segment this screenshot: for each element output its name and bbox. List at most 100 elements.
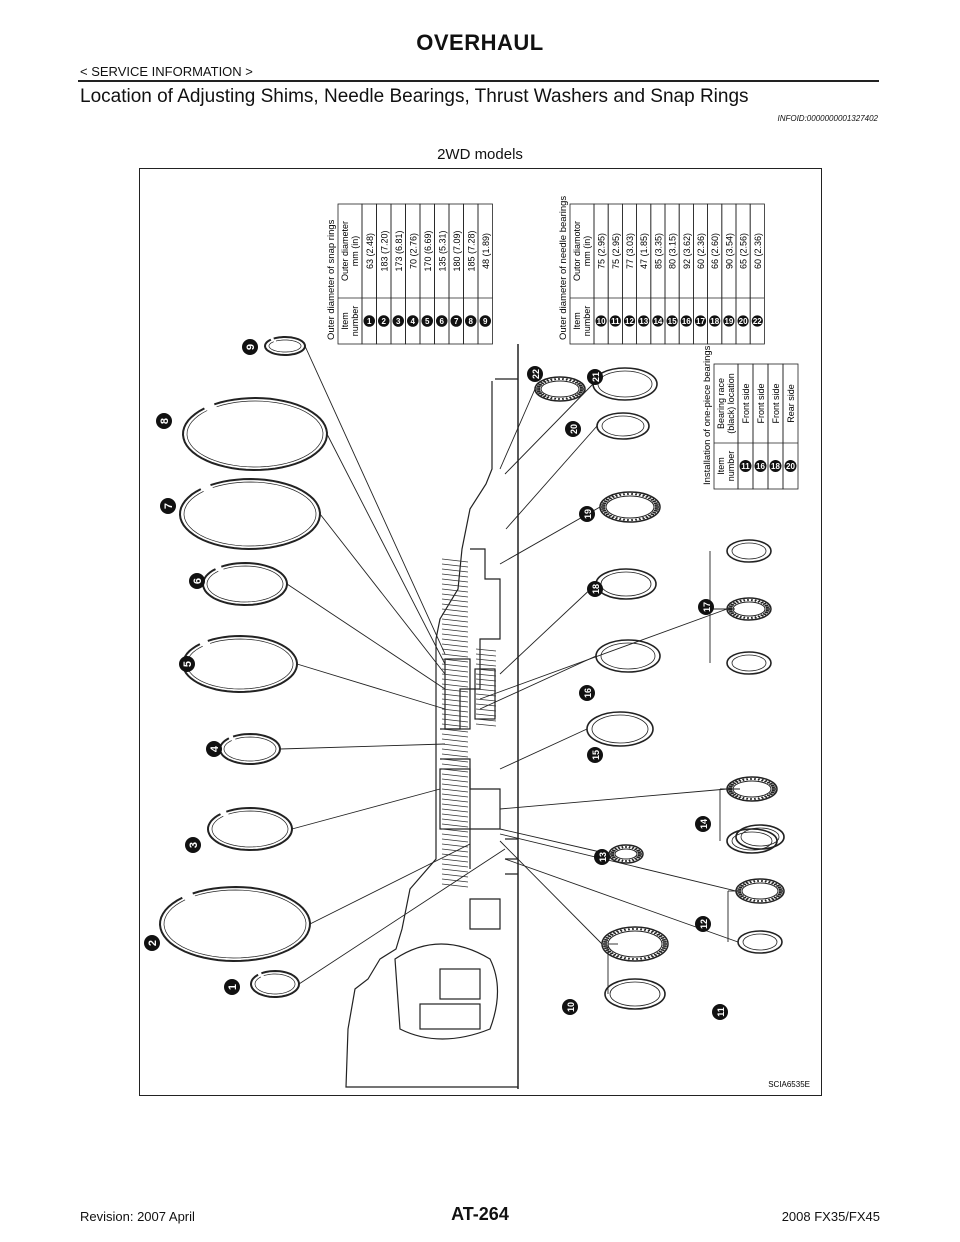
svg-text:10: 10 — [566, 1002, 576, 1012]
leader-3 — [291, 788, 441, 830]
leader-18 — [499, 583, 597, 675]
one-piece-bearings-header-value: Bearing race — [716, 378, 726, 429]
svg-text:16: 16 — [583, 688, 593, 698]
leader-9 — [304, 345, 446, 655]
svg-text:7: 7 — [163, 503, 175, 509]
callout-8: 8 — [156, 413, 172, 429]
svg-text:12: 12 — [699, 919, 709, 929]
snap-rings-row-value: 170 (6.69) — [423, 230, 433, 271]
callout-21: 21 — [587, 369, 603, 385]
ring-13 — [608, 844, 644, 864]
leader-15 — [499, 728, 588, 770]
ring-8 — [181, 396, 329, 472]
svg-text:15: 15 — [591, 750, 601, 760]
needle-bearings-header-value: Outor diamotor — [572, 221, 582, 281]
revision-date: Revision: 2007 April — [80, 1209, 195, 1224]
needle-bearings-row-item: 18 — [710, 317, 719, 326]
callout-9: 9 — [242, 339, 258, 355]
ring-15 — [586, 711, 654, 747]
needle-bearings-row-item: 15 — [668, 317, 677, 326]
callout-6: 6 — [189, 573, 205, 589]
ring-4 — [218, 732, 282, 765]
ring-17 — [726, 597, 772, 621]
leader-8 — [326, 433, 446, 665]
ring-6 — [201, 561, 289, 607]
needle-bearings-row-value: 75 (2.95) — [597, 233, 607, 269]
svg-text:2: 2 — [147, 940, 159, 946]
ring-14 — [726, 776, 778, 802]
snap-rings-row-value: 135 (5.31) — [437, 230, 447, 271]
one-piece-bearings-row-value: Front side — [741, 383, 751, 423]
one-piece-bearings-row-item: 18 — [771, 462, 780, 471]
needle-bearings-row-item: 10 — [597, 317, 606, 326]
ring-9 — [263, 336, 306, 356]
ring-3 — [206, 806, 294, 852]
leader-6 — [286, 583, 446, 690]
needle-bearings-header-item: Item — [572, 312, 582, 330]
needle-bearings-row-item: 12 — [625, 317, 634, 326]
needle-bearings-row-item: 16 — [682, 317, 691, 326]
ring-20 — [596, 412, 650, 440]
svg-text:13: 13 — [598, 852, 608, 862]
svg-text:9: 9 — [245, 344, 257, 350]
svg-text:5: 5 — [182, 661, 194, 667]
needle-bearings-row-item: 11 — [611, 317, 620, 326]
one-piece-bearings-row-item: 11 — [741, 462, 750, 471]
ring-16 — [595, 639, 661, 673]
needle-bearings-row-value: 92 (3.62) — [682, 233, 692, 269]
callout-2: 2 — [144, 935, 160, 951]
needle-bearings-row-item: 13 — [639, 317, 648, 326]
document-title: Location of Adjusting Shims, Needle Bear… — [80, 86, 749, 107]
callout-12: 12 — [695, 916, 711, 932]
callout-4: 4 — [206, 741, 222, 757]
leader-10 — [499, 840, 603, 945]
snap-rings-row-item: 1 — [367, 317, 372, 326]
leader-4 — [279, 743, 446, 750]
header-divider — [78, 80, 879, 82]
svg-text:number: number — [726, 451, 736, 482]
ring-21 — [592, 367, 658, 401]
page-number: AT-264 — [451, 1204, 509, 1224]
section-breadcrumb[interactable]: < SERVICE INFORMATION > — [80, 64, 253, 79]
snap-rings-row-item: 2 — [382, 317, 387, 326]
snap-rings-row-item: 5 — [425, 317, 430, 326]
page-title: OVERHAUL — [416, 30, 544, 55]
leader-16 — [479, 655, 597, 710]
callout-20: 20 — [565, 421, 581, 437]
one-piece-bearings-row-item: 20 — [786, 462, 795, 471]
snap-rings-row-item: 6 — [440, 317, 445, 326]
snap-rings-row-value: 48 (1.89) — [481, 233, 491, 269]
needle-bearings-table-title: Outer diameter of needle bearings — [558, 196, 569, 340]
ring-19 — [599, 491, 661, 523]
needle-bearings-row-item: 17 — [696, 317, 705, 326]
ring-extra-4 — [726, 828, 778, 854]
ring-11 — [737, 930, 783, 954]
ring-2 — [158, 885, 312, 963]
needle-bearings-row — [749, 203, 765, 345]
snap-rings-header-value: Outer diameter — [340, 221, 350, 281]
leader-20 — [505, 425, 598, 530]
callout-1: 1 — [224, 979, 240, 995]
callout-15: 15 — [587, 747, 603, 763]
needle-bearings-row-value: 75 (2.95) — [611, 233, 621, 269]
svg-text:19: 19 — [583, 509, 593, 519]
svg-text:(black) location: (black) location — [726, 373, 736, 434]
svg-text:21: 21 — [591, 372, 601, 382]
needle-bearings-row-value: 90 (3.54) — [724, 233, 734, 269]
snap-rings-row-value: 180 (7.09) — [452, 230, 462, 271]
svg-text:22: 22 — [531, 369, 541, 379]
leader-22 — [499, 388, 536, 470]
snap-rings-row-value: 63 (2.48) — [365, 233, 375, 269]
svg-text:20: 20 — [569, 424, 579, 434]
needle-bearings-row-value: 80 (3.15) — [668, 233, 678, 269]
ring-extra-5 — [604, 978, 666, 1010]
callout-11: 11 — [712, 1004, 728, 1020]
cross-section-hatching — [441, 558, 497, 888]
ring-7 — [178, 477, 322, 551]
rings-group — [158, 336, 785, 1010]
one-piece-bearings-row-value: Front side — [771, 383, 781, 423]
one-piece-bearings-header-item: Item — [716, 457, 726, 475]
